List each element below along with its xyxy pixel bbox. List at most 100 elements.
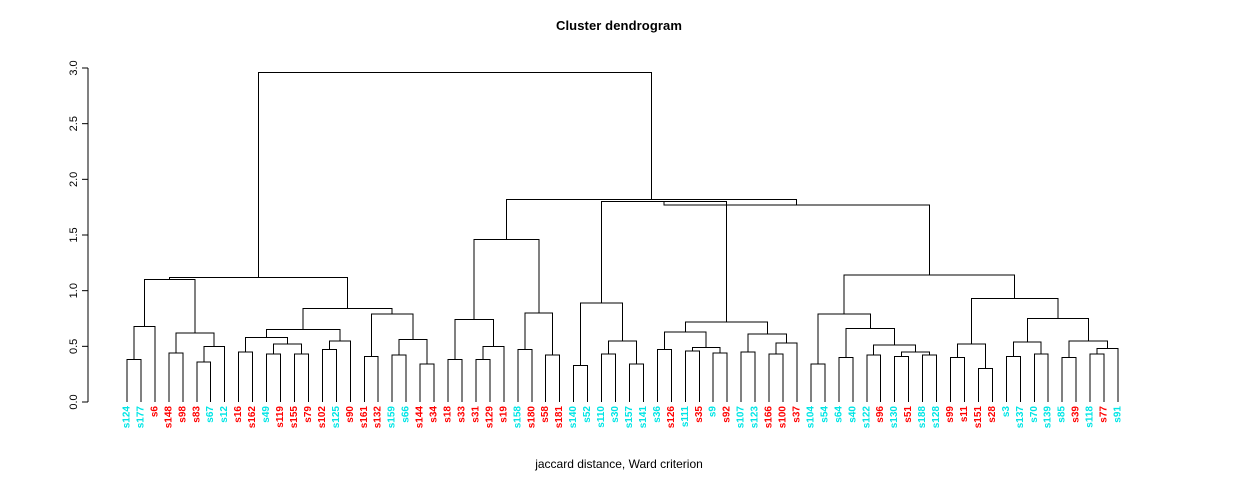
dendrogram-link	[1033, 353, 1049, 402]
dendrogram-link	[370, 313, 414, 357]
leaf-label: s144	[415, 406, 426, 429]
y-tick-label: 0.0	[68, 394, 80, 409]
dendrogram-link	[203, 345, 226, 402]
dendrogram-link	[238, 351, 254, 402]
leaf-label: s64	[833, 406, 844, 423]
dendrogram-link	[740, 351, 756, 402]
leaf-label: s85	[1057, 406, 1068, 423]
dendrogram-link	[302, 307, 393, 330]
dendrogram-link	[133, 325, 156, 402]
leaf-label: s125	[331, 406, 342, 429]
leaf-label: s39	[1071, 406, 1082, 423]
dendrogram-link	[524, 312, 554, 356]
leaf-label: s19	[498, 406, 509, 423]
y-tick-label: 2.5	[68, 116, 80, 131]
leaf-label: s180	[526, 406, 537, 429]
leaf-label: s11	[959, 406, 970, 423]
dendrogram-link	[168, 352, 184, 402]
dendrogram-link	[475, 359, 491, 402]
dendrogram-link	[482, 345, 505, 402]
leaf-label: s141	[638, 406, 649, 429]
leaf-label: s104	[805, 406, 816, 429]
dendrogram-link	[601, 201, 727, 322]
leaf-label: s83	[191, 406, 202, 423]
dendrogram-link	[196, 361, 212, 402]
dendrogram-link	[873, 344, 917, 356]
dendrogram-link	[1026, 318, 1089, 342]
dendrogram-link	[175, 332, 215, 354]
dendrogram-link	[454, 319, 494, 360]
leaf-label: s35	[694, 406, 705, 423]
leaf-label: s124	[122, 406, 133, 429]
leaf-label: s130	[889, 406, 900, 429]
leaf-label: s9	[708, 406, 719, 418]
leaf-label: s12	[219, 406, 230, 423]
dendrogram-link	[143, 279, 196, 333]
leaf-label: s6	[149, 406, 160, 418]
leaf-label: s126	[666, 406, 677, 429]
leaf-label: s70	[1029, 406, 1040, 423]
dendrogram-link	[656, 349, 672, 402]
dendrogram-link	[866, 354, 882, 402]
dendrogram-link	[608, 340, 637, 365]
dendrogram-link	[970, 297, 1059, 345]
x-axis-caption: jaccard distance, Ward criterion	[535, 457, 703, 471]
dendrogram-link	[663, 201, 930, 276]
leaf-label: s181	[554, 406, 565, 429]
dendrogram-branches	[126, 71, 1119, 402]
dendrogram-link	[747, 333, 788, 352]
dendrogram-link	[977, 368, 993, 402]
dendrogram-link	[1005, 355, 1021, 402]
leaf-label: s162	[247, 406, 258, 429]
y-axis: 0.00.51.01.52.02.53.0	[68, 60, 89, 410]
dendrogram-link	[447, 359, 463, 402]
leaf-label: s188	[917, 406, 928, 429]
dendrogram-link	[321, 349, 337, 402]
leaf-label: s132	[373, 406, 384, 429]
leaf-label: s139	[1043, 406, 1054, 429]
dendrogram-link	[473, 238, 540, 320]
leaf-label: s79	[303, 406, 314, 423]
dendrogram-link	[266, 329, 341, 341]
dendrogram-link	[1061, 356, 1077, 402]
dendrogram-link	[245, 336, 289, 352]
leaf-label: s157	[624, 406, 635, 429]
dendrogram-link	[545, 354, 561, 402]
leaf-label: s98	[177, 406, 188, 423]
leaf-label: s37	[791, 406, 802, 423]
dendrogram-link	[266, 353, 282, 402]
leaf-label: s158	[512, 406, 523, 429]
leaf-label: s58	[540, 406, 551, 423]
y-tick-label: 0.5	[68, 339, 80, 354]
y-tick-label: 3.0	[68, 60, 80, 75]
dendrogram-link	[1096, 348, 1119, 402]
dendrogram-link	[573, 364, 589, 402]
leaf-label: s166	[764, 406, 775, 429]
leaf-label: s161	[359, 406, 370, 429]
leaf-label: s33	[456, 406, 467, 423]
dendrogram-link	[894, 355, 910, 402]
leaf-label: s151	[973, 406, 984, 429]
leaf-label: s111	[680, 406, 691, 428]
leaf-label: s49	[261, 406, 272, 423]
leaf-label: s3	[1001, 406, 1012, 418]
dendrogram-link	[712, 352, 728, 402]
dendrogram-link	[273, 343, 302, 355]
leaf-label: s129	[484, 406, 495, 429]
leaf-label: s30	[610, 406, 621, 423]
dendrogram-link	[838, 356, 854, 402]
dendrogram-link	[684, 350, 700, 402]
dendrogram-link	[363, 355, 379, 402]
leaf-label: s31	[470, 406, 481, 423]
dendrogram-link	[169, 276, 349, 309]
dendrogram-link	[398, 339, 428, 365]
dendrogram-link	[843, 274, 1016, 315]
dendrogram-link	[956, 343, 986, 369]
dendrogram-link	[691, 346, 721, 354]
leaf-label: s96	[875, 406, 886, 423]
leaf-label: s66	[401, 406, 412, 423]
leaf-label: s77	[1099, 406, 1110, 423]
